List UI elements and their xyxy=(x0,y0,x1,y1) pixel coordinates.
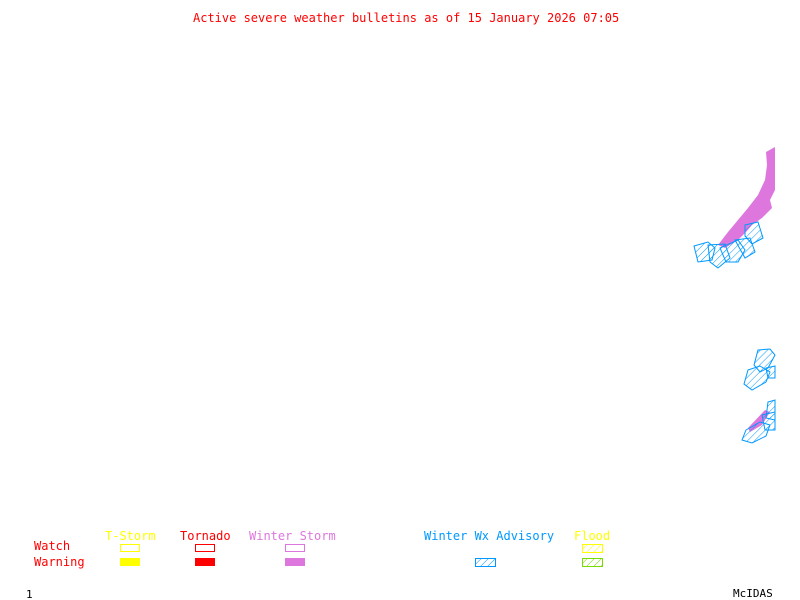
winter-wx-advisory-area-north xyxy=(693,221,764,269)
tstorm-warning-swatch xyxy=(120,558,140,566)
legend-winter-storm-label: Winter Storm xyxy=(249,529,336,543)
legend-row-warning: Warning xyxy=(34,555,85,569)
winter-storm-warning-swatch xyxy=(285,558,305,566)
tornado-watch-swatch xyxy=(195,544,215,552)
winter-storm-watch-swatch xyxy=(285,544,305,552)
legend-winter-wx-advisory-label: Winter Wx Advisory xyxy=(424,529,555,543)
winter-wx-advisory-area-central xyxy=(743,348,776,391)
winter-wx-advisory-area-south xyxy=(741,399,776,444)
map-title: Active severe weather bulletins as of 15… xyxy=(193,11,620,25)
legend-flood-label: Flood xyxy=(574,529,611,543)
tornado-warning-swatch xyxy=(195,558,215,566)
legend-tornado-label: Tornado xyxy=(180,529,231,543)
tstorm-watch-swatch xyxy=(120,544,140,552)
legend-row-watch: Watch xyxy=(34,539,71,553)
legend-tstorm-label: T-Storm xyxy=(105,529,156,543)
frame-number: 1 xyxy=(26,588,33,600)
mcidas-brand: McIDAS xyxy=(733,587,773,600)
